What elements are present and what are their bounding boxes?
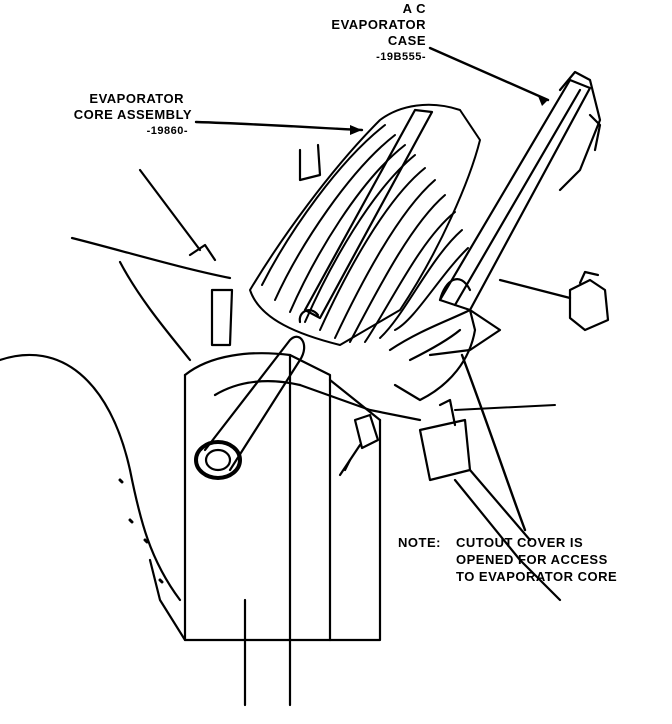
- evaporator-core-fins: [249, 103, 481, 346]
- tube-opening: [194, 440, 242, 480]
- note-line1: CUTOUT COVER IS: [456, 535, 584, 550]
- core-strap-left-end: [298, 309, 320, 324]
- case-part-number: -19B555-: [376, 51, 426, 63]
- core-label-line2: CORE ASSEMBLY: [73, 107, 192, 122]
- core-part-number: -19860-: [146, 125, 188, 137]
- case-rail: [438, 78, 592, 312]
- clip-connector: [568, 278, 610, 332]
- fender-outline: [0, 354, 182, 602]
- note-line2: OPENED FOR ACCESS: [456, 552, 608, 567]
- case-label-line2: EVAPORATOR: [331, 17, 426, 32]
- leader-note-2: [454, 404, 556, 411]
- sensor-probe: [353, 413, 380, 450]
- leader-case: [428, 46, 550, 102]
- case-label-line1: A C: [402, 1, 426, 16]
- housing-body: [183, 373, 247, 707]
- lower-right-bracket: [418, 418, 472, 482]
- core-label-line1: EVAPORATOR: [89, 91, 184, 106]
- firewall-outline: [70, 236, 232, 280]
- leader-core: [194, 120, 364, 132]
- case-label-line3: CASE: [387, 33, 426, 48]
- drain-tube: [203, 335, 306, 472]
- cutout-cover: [388, 308, 477, 402]
- core-strap-left: [303, 108, 434, 320]
- note-line3: TO EVAPORATOR CORE: [456, 569, 618, 584]
- note-prefix: NOTE:: [398, 535, 441, 550]
- leader-note: [460, 353, 527, 532]
- left-bracket: [210, 288, 234, 347]
